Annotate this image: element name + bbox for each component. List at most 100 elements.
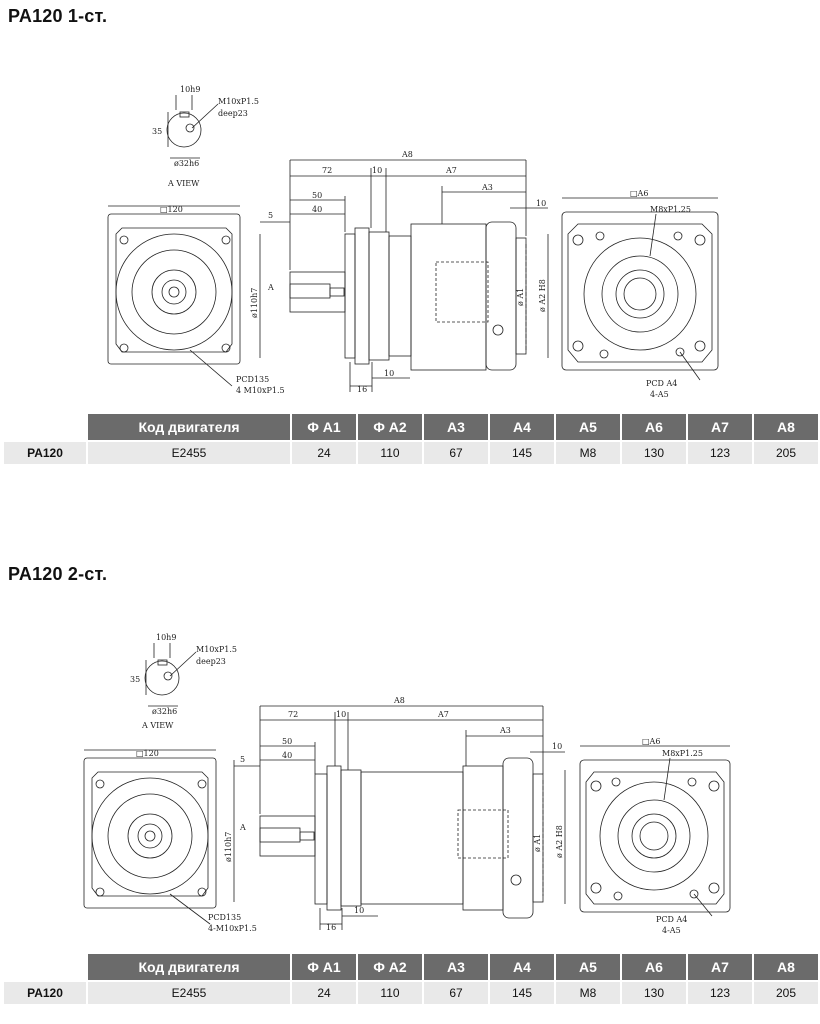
dim-10b: 10 bbox=[536, 199, 546, 208]
dim-a8: A8 bbox=[401, 150, 413, 159]
table-row: PA120 E2455 24 110 67 145 M8 130 123 205 bbox=[4, 980, 820, 1004]
dim-50: 50 bbox=[312, 191, 322, 200]
section-title: PA120 2-ст. bbox=[8, 564, 108, 584]
spec-table: Код двигателя Φ A1 Φ A2 A3 A4 A5 A6 A7 A… bbox=[4, 954, 820, 1004]
table-header: Φ A1 bbox=[291, 414, 358, 441]
dia-a1-label: ø A1 bbox=[516, 288, 525, 306]
dia-a2-label: ø A2 H8 bbox=[555, 825, 564, 858]
spec-table: Код двигателя Φ A1 Φ A2 A3 A4 A5 A6 A7 A… bbox=[4, 414, 820, 464]
arrow-a-label: A bbox=[267, 283, 274, 292]
table-header: Код двигателя bbox=[87, 954, 292, 981]
table-cell: 205 bbox=[753, 980, 820, 1004]
dim-16: 16 bbox=[326, 923, 336, 932]
table-header: A3 bbox=[423, 954, 490, 981]
table-header-blank bbox=[4, 954, 88, 981]
section-title: PA120 1-ст. bbox=[8, 6, 108, 26]
dim-10c: 10 bbox=[354, 906, 364, 915]
square-a6-label: □A6 bbox=[630, 189, 648, 198]
dim-40: 40 bbox=[282, 751, 292, 760]
section-1stage: PA120 1-ст. bbox=[0, 0, 820, 470]
shaft-dia-label: ø32h6 bbox=[174, 159, 199, 168]
front-holes-label: 4 M10xP1.5 bbox=[236, 386, 285, 395]
table-header: A4 bbox=[489, 414, 556, 441]
table-cell: 24 bbox=[291, 440, 358, 464]
table-header: A8 bbox=[753, 954, 820, 981]
table-header: Φ A1 bbox=[291, 954, 358, 981]
deep-label: deep23 bbox=[196, 657, 226, 666]
dim-a7: A7 bbox=[445, 166, 457, 175]
table-cell: 145 bbox=[489, 980, 556, 1004]
table-header: Φ A2 bbox=[357, 414, 424, 441]
pcd-front-label: PCD135 bbox=[236, 375, 269, 384]
table-header: A8 bbox=[753, 414, 820, 441]
table-header: Φ A2 bbox=[357, 954, 424, 981]
dim-16: 16 bbox=[357, 385, 367, 394]
front-flange-outline bbox=[107, 213, 241, 365]
dim-10a: 10 bbox=[372, 166, 382, 175]
square-label: □120 bbox=[136, 749, 159, 758]
table-cell: 24 bbox=[291, 980, 358, 1004]
table-cell: 130 bbox=[621, 440, 688, 464]
deep-label: deep23 bbox=[218, 109, 248, 118]
pcd-a4-label: PCD A4 bbox=[656, 915, 687, 924]
dim-5: 5 bbox=[268, 211, 273, 220]
table-header-row: Код двигателя Φ A1 Φ A2 A3 A4 A5 A6 A7 A… bbox=[4, 954, 820, 981]
dim-10a: 10 bbox=[336, 710, 346, 719]
front-holes-label: 4-M10xP1.5 bbox=[208, 924, 257, 933]
table-header: A7 bbox=[687, 414, 754, 441]
dia-110-label: ø110h7 bbox=[224, 832, 233, 862]
table-cell: M8 bbox=[555, 440, 622, 464]
dim-a3: A3 bbox=[499, 726, 511, 735]
table-cell: 130 bbox=[621, 980, 688, 1004]
arrow-a-label: A bbox=[239, 823, 246, 832]
table-cell: 67 bbox=[423, 980, 490, 1004]
table-cell: 123 bbox=[687, 980, 754, 1004]
motor-thread-label: M8xP1.25 bbox=[650, 205, 691, 214]
output-shaft bbox=[289, 271, 346, 313]
dim-a3: A3 bbox=[481, 183, 493, 192]
table-cell: E2455 bbox=[87, 980, 292, 1004]
table-header: A4 bbox=[489, 954, 556, 981]
dia-a2-label: ø A2 H8 bbox=[538, 279, 547, 312]
dim-50: 50 bbox=[282, 737, 292, 746]
dia-a1-label: ø A1 bbox=[533, 834, 542, 852]
table-header-row: Код двигателя Φ A1 Φ A2 A3 A4 A5 A6 A7 A… bbox=[4, 414, 820, 441]
dim-10c: 10 bbox=[384, 369, 394, 378]
square-label: □120 bbox=[160, 205, 183, 214]
key-width-label: 10h9 bbox=[156, 633, 176, 642]
table-cell: 123 bbox=[687, 440, 754, 464]
dim-a7: A7 bbox=[437, 710, 449, 719]
table-cell: 67 bbox=[423, 440, 490, 464]
dim-40: 40 bbox=[312, 205, 322, 214]
table-header: A3 bbox=[423, 414, 490, 441]
table-row: PA120 E2455 24 110 67 145 M8 130 123 205 bbox=[4, 440, 820, 464]
table-cell: M8 bbox=[555, 980, 622, 1004]
table-cell: PA120 bbox=[4, 980, 88, 1004]
table-cell: 205 bbox=[753, 440, 820, 464]
dim-72: 72 bbox=[288, 710, 298, 719]
gearbox-body bbox=[410, 223, 487, 371]
table-header: A7 bbox=[687, 954, 754, 981]
dim-a8: A8 bbox=[393, 696, 405, 705]
table-header: A5 bbox=[555, 414, 622, 441]
dim-72: 72 bbox=[322, 166, 332, 175]
dia-110-label: ø110h7 bbox=[250, 288, 259, 318]
thread-label: M10xP1.5 bbox=[196, 645, 237, 654]
view-label: A VIEW bbox=[167, 179, 200, 188]
motor-flange-outline bbox=[561, 211, 719, 371]
view-label: A VIEW bbox=[141, 721, 174, 730]
table-cell: E2455 bbox=[87, 440, 292, 464]
thread-label: M10xP1.5 bbox=[218, 97, 259, 106]
shaft-height-label: 35 bbox=[130, 675, 140, 684]
table-header: A5 bbox=[555, 954, 622, 981]
shaft-height-label: 35 bbox=[152, 127, 162, 136]
section-2stage: PA120 2-ст. bbox=[0, 560, 820, 1024]
technical-drawing: 10h9 M10xP1.5 deep23 35 ø32h6 A VIEW □12… bbox=[83, 633, 731, 935]
shaft-end-circle bbox=[166, 112, 202, 148]
motor-thread-label: M8xP1.25 bbox=[662, 749, 703, 758]
table-cell: 110 bbox=[357, 440, 424, 464]
dim-10b: 10 bbox=[552, 742, 562, 751]
pcd-front-label: PCD135 bbox=[208, 913, 241, 922]
key-width-label: 10h9 bbox=[180, 85, 200, 94]
dim-5: 5 bbox=[240, 755, 245, 764]
